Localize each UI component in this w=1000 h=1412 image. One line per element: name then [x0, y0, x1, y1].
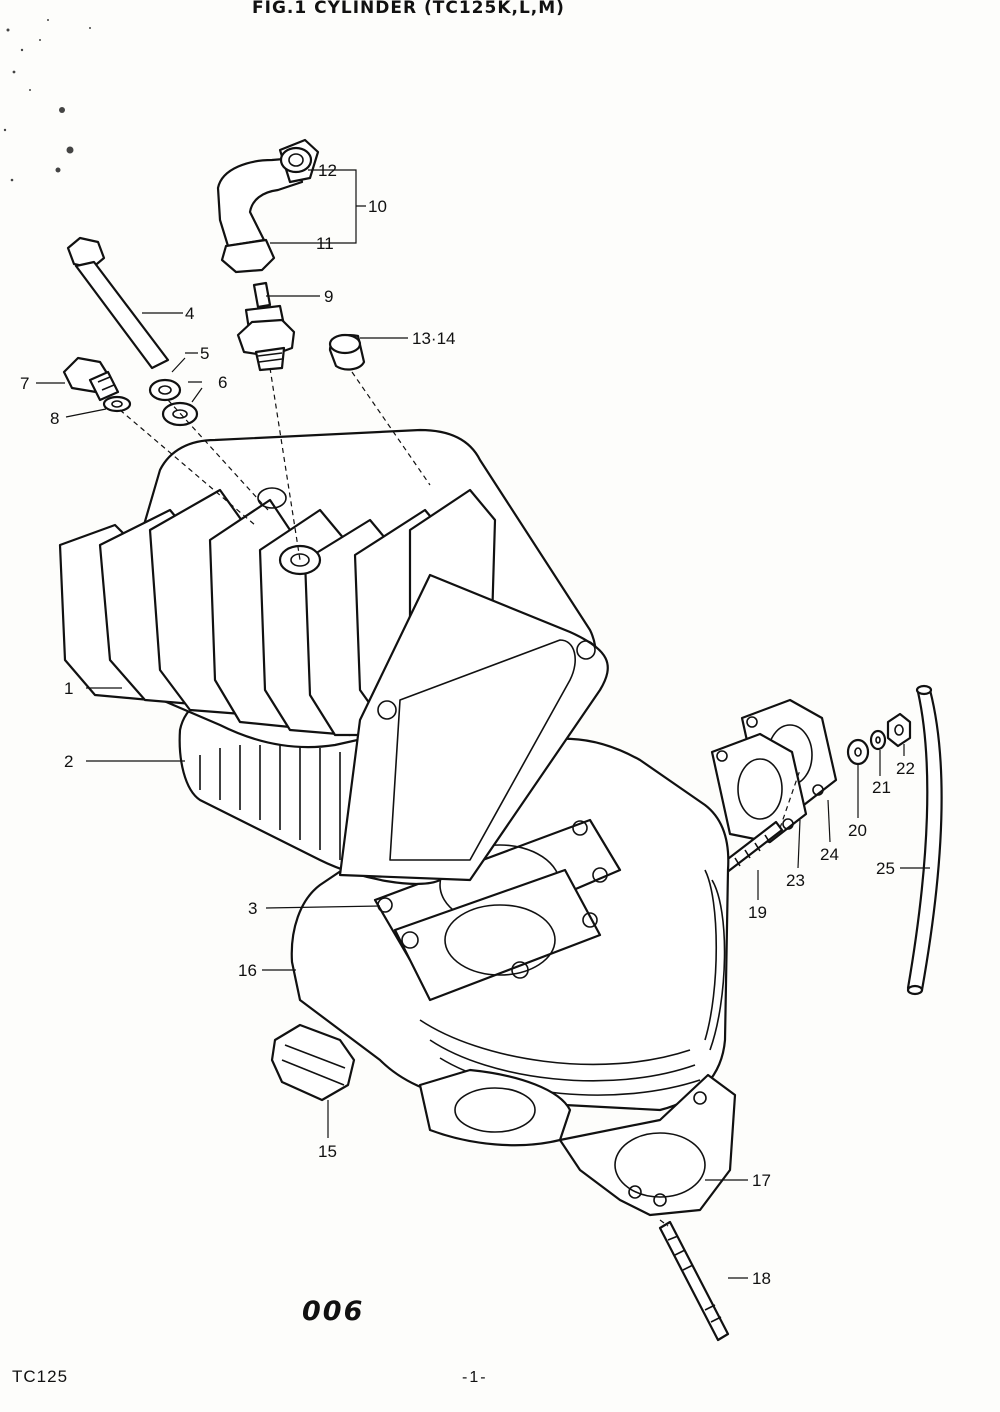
part-13-14-cap: [328, 333, 366, 371]
callout-9: 9: [324, 287, 333, 306]
part-7-plug-bolt: [62, 356, 120, 402]
callout-23: 23: [786, 871, 805, 890]
callout-24: 24: [820, 845, 839, 864]
callout-22: 22: [896, 759, 915, 778]
part-25-hose: [906, 684, 943, 996]
callout-6: 6: [218, 373, 227, 392]
callout-4: 4: [185, 304, 194, 323]
part-4-bolt: [66, 236, 170, 370]
part-12-cap-seal: [279, 146, 313, 174]
callout-17: 17: [752, 1171, 771, 1190]
callout-7: 7: [20, 374, 29, 393]
callout-8: 8: [50, 409, 59, 428]
callout-labels: 1 2 3 4 5 6 7 8 9 10 11 12 13·14 15 16 1…: [20, 161, 915, 1288]
callout-11: 11: [316, 234, 334, 253]
callout-10: 10: [368, 197, 387, 216]
part-17-base-gasket: [558, 1073, 737, 1217]
model-label: TC125: [12, 1367, 69, 1386]
callout-25: 25: [876, 859, 895, 878]
callout-21: 21: [872, 778, 891, 797]
figure-title: FIG.1 CYLINDER (TC125K,L,M): [252, 0, 565, 18]
part-18-stud: [658, 1220, 730, 1342]
callout-18: 18: [752, 1269, 771, 1288]
callout-5: 5: [200, 344, 209, 363]
callout-13-14: 13·14: [412, 329, 455, 348]
callout-1: 1: [64, 679, 73, 698]
callout-12: 12: [318, 161, 337, 180]
callout-3: 3: [248, 899, 257, 918]
scan-noise: [3, 19, 91, 182]
part-15-damper: [270, 1023, 356, 1102]
part-5-washer: [148, 378, 182, 402]
callout-16: 16: [238, 961, 257, 980]
part-8-gasket: [102, 395, 132, 413]
part-1-cylinder-head: [58, 428, 609, 882]
callout-20: 20: [848, 821, 867, 840]
part-20-washer: [846, 738, 870, 766]
callout-15: 15: [318, 1142, 337, 1161]
callout-2: 2: [64, 752, 73, 771]
part-23-gasket: [710, 732, 808, 844]
diagram-code: 006: [302, 1296, 365, 1327]
part-9-spark-plug: [236, 281, 296, 372]
callout-19: 19: [748, 903, 767, 922]
leader-lines: [36, 169, 930, 1279]
part-22-nut: [886, 712, 912, 748]
part-21-lock-washer: [869, 729, 887, 751]
part-11-cap-rubber: [220, 238, 276, 274]
page-number: -1-: [462, 1369, 488, 1386]
